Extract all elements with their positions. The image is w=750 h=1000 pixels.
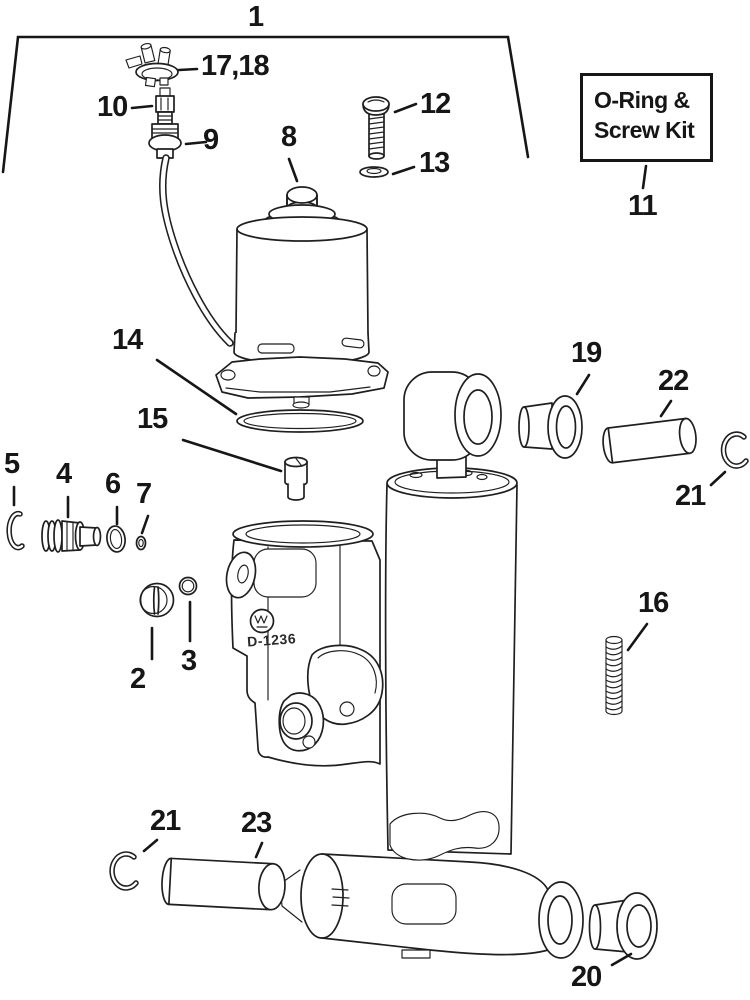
kit-label-line2: Screw Kit [594, 117, 695, 143]
callout-2: 2 [130, 663, 146, 695]
assembly-bracket-line [1, 35, 530, 174]
callout-11: 11 [628, 190, 658, 222]
callout-7: 7 [136, 478, 152, 510]
kit-label-box: O-Ring & Screw Kit [580, 73, 713, 162]
cylinder-body [384, 467, 518, 855]
callout-13: 13 [419, 147, 450, 179]
valve-part-17-18 [125, 42, 179, 88]
part-stamp-text: D-1236 [247, 630, 297, 649]
pin-part-23 [161, 857, 286, 911]
washer-part-13 [359, 166, 389, 178]
callout-20: 20 [571, 961, 602, 993]
callout-9: 9 [203, 124, 219, 156]
snap-ring-part-5 [6, 510, 25, 551]
callout-15: 15 [137, 403, 168, 435]
callout-12: 12 [420, 88, 451, 120]
callout-16: 16 [638, 587, 669, 619]
o-ring-part-6 [106, 525, 126, 553]
plug-part-2 [139, 582, 175, 618]
callout-19: 19 [571, 337, 602, 369]
o-ring-part-3 [178, 576, 198, 596]
callout-5: 5 [4, 448, 20, 480]
callout-14: 14 [112, 324, 143, 356]
callout-leader-lines [12, 67, 727, 967]
snap-ring-part-21-upper [720, 431, 749, 469]
callout-17-18: 17,18 [201, 50, 270, 82]
callout-3: 3 [181, 645, 197, 677]
motor-part-8 [215, 186, 389, 409]
o-ring-part-7 [135, 535, 147, 551]
cross-tube [279, 811, 584, 959]
bushing-part-19 [518, 395, 583, 459]
pump-body: D-1236 [225, 520, 384, 767]
valve-part-4 [41, 519, 102, 553]
spring-part-16 [605, 635, 623, 716]
callout-22: 22 [658, 365, 689, 397]
o-ring-part-14 [236, 409, 364, 433]
pin-part-22 [602, 417, 697, 464]
callout-21-lower: 21 [150, 805, 181, 837]
kit-label-line1: O-Ring & [594, 87, 690, 113]
callout-10: 10 [97, 91, 128, 123]
bushing-part-20 [588, 892, 658, 960]
callout-1: 1 [248, 1, 264, 33]
screw-part-12 [362, 96, 390, 160]
callout-21-upper: 21 [675, 480, 706, 512]
snap-ring-part-21-lower [109, 851, 139, 891]
fitting-part-15 [284, 456, 308, 501]
callout-4: 4 [56, 458, 72, 490]
callout-6: 6 [105, 468, 121, 500]
callout-8: 8 [281, 121, 297, 153]
trunnion-eye [403, 371, 502, 461]
trim-sender-cable-9-10 [148, 87, 234, 347]
callout-23: 23 [241, 807, 272, 839]
